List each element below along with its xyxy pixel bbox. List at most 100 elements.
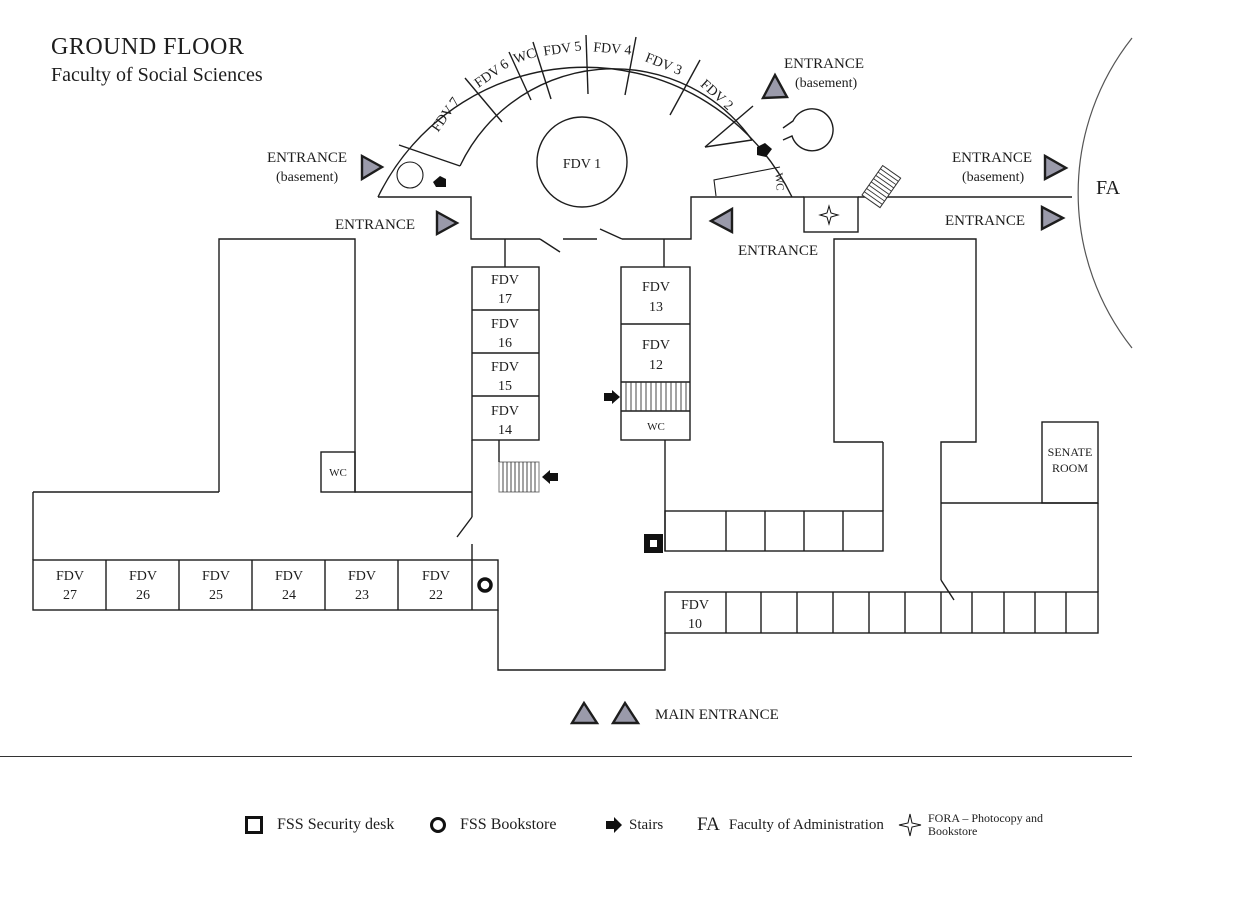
office-row-bottom xyxy=(664,591,1099,634)
room-wc-left[interactable]: WC xyxy=(329,467,347,479)
entrance-triangle-icon xyxy=(1040,205,1066,231)
room-fdv4[interactable]: FDV 4 xyxy=(593,40,632,58)
legend-fa-abbr: FA xyxy=(697,814,720,835)
room-fdv26-line1[interactable]: FDV xyxy=(129,569,157,584)
stairs-hatch xyxy=(498,461,540,493)
room-fdv23-line1[interactable]: FDV xyxy=(348,569,376,584)
senate-room xyxy=(1041,421,1099,504)
fa-building-label[interactable]: FA xyxy=(1096,177,1121,199)
room-senate-line1[interactable]: SENATE xyxy=(1048,445,1093,459)
arc-divider xyxy=(704,139,753,148)
stairs-arrow-icon xyxy=(604,390,620,404)
office-dividers xyxy=(105,560,473,610)
legend-security-desk: FSS Security desk xyxy=(245,810,394,840)
legend-label: FSS Bookstore xyxy=(460,816,557,833)
room-fdv16-line2[interactable]: 16 xyxy=(498,336,512,351)
entrance-label: ENTRANCE xyxy=(267,150,347,166)
legend-label: FSS Security desk xyxy=(277,816,395,833)
fa-building-outline xyxy=(1077,37,1133,349)
stairs-arrow-icon xyxy=(606,817,622,833)
room-fdv10-line2[interactable]: 10 xyxy=(688,617,702,632)
entrance-triangle-icon xyxy=(610,700,641,725)
entrance-triangle-icon xyxy=(435,209,460,237)
entrance-sublabel: (basement) xyxy=(795,76,858,91)
room-fdv24-line2[interactable]: 24 xyxy=(282,588,296,603)
four-point-star-icon xyxy=(818,204,840,226)
wc-left-room xyxy=(320,451,356,493)
room-fdv1-circle xyxy=(536,116,628,208)
room-fdv26-line2[interactable]: 26 xyxy=(136,588,150,603)
room-fdv1[interactable]: FDV 1 xyxy=(563,157,601,172)
entrance-triangle-icon xyxy=(760,72,789,100)
room-fdv7[interactable]: FDV 7 xyxy=(429,95,463,135)
entrance-fa[interactable]: ENTRANCE xyxy=(945,205,1066,231)
office-row xyxy=(664,510,884,552)
faculty-subtitle: Faculty of Social Sciences xyxy=(51,64,263,86)
arc-divider xyxy=(585,34,589,95)
room-fdv13-line1[interactable]: FDV xyxy=(642,280,670,295)
arc-divider xyxy=(669,59,701,116)
door xyxy=(539,238,561,253)
room-wc-arc[interactable]: WC xyxy=(512,46,538,67)
legend-label: Faculty of Administration xyxy=(728,816,884,833)
four-point-star-icon xyxy=(898,813,922,837)
room-fdv27-line1[interactable]: FDV xyxy=(56,569,84,584)
round-basement-room xyxy=(782,108,834,152)
room-fdv14-line1[interactable]: FDV xyxy=(491,404,519,419)
stairs-hatch xyxy=(861,164,902,209)
entrance-basement-left[interactable]: ENTRANCE (basement) xyxy=(267,150,385,185)
room-wc-center[interactable]: WC xyxy=(647,421,665,433)
room-fdv5[interactable]: FDV 5 xyxy=(543,39,583,59)
room-fdv24-line1[interactable]: FDV xyxy=(275,569,303,584)
bookstore-ring-icon xyxy=(430,817,446,833)
fora-room xyxy=(803,196,859,233)
legend-stairs: Stairs xyxy=(605,810,663,840)
room-fdv27-line2[interactable]: 27 xyxy=(63,588,77,603)
room-fdv16-line1[interactable]: FDV xyxy=(491,317,519,332)
stairs-arrow-icon xyxy=(542,470,558,484)
door xyxy=(456,516,473,538)
main-entrance[interactable]: MAIN ENTRANCE xyxy=(569,700,779,725)
entrance-basement-fa[interactable]: ENTRANCE (basement) xyxy=(952,150,1069,185)
arc-divider xyxy=(464,77,503,123)
room-fdv22-line1[interactable]: FDV xyxy=(422,569,450,584)
arc-inner-wall xyxy=(459,68,753,167)
legend-label-line1: FORA – Photocopy and xyxy=(928,811,1044,825)
round-room-icon xyxy=(396,161,424,189)
room-fdv25-line2[interactable]: 25 xyxy=(209,588,223,603)
stairs-arrow-icon xyxy=(433,176,446,187)
room-fdv15-line2[interactable]: 15 xyxy=(498,379,512,394)
door xyxy=(940,579,955,601)
room-fdv13-line2[interactable]: 13 xyxy=(649,300,663,315)
room-fdv12-line2[interactable]: 12 xyxy=(649,358,663,373)
room-fdv15-line1[interactable]: FDV xyxy=(491,360,519,375)
entrance-left[interactable]: ENTRANCE xyxy=(335,209,460,237)
entrance-basement-top-right[interactable]: ENTRANCE (basement) xyxy=(760,56,864,100)
room-fdv17-line1[interactable]: FDV xyxy=(491,273,519,288)
room-fdv14-line2[interactable]: 14 xyxy=(498,423,512,438)
room-fdv23-line2[interactable]: 23 xyxy=(355,588,369,603)
office-row-left xyxy=(32,559,499,611)
room-wc-right[interactable]: WC xyxy=(772,172,786,191)
office-dividers xyxy=(725,592,1067,633)
room-fdv17-line2[interactable]: 17 xyxy=(498,292,512,307)
left-wing-wall xyxy=(218,238,472,493)
room-senate-line2[interactable]: ROOM xyxy=(1052,461,1088,475)
room-fdv3[interactable]: FDV 3 xyxy=(643,51,684,79)
entrance-label: ENTRANCE xyxy=(335,217,415,233)
legend-label: Stairs xyxy=(629,816,664,833)
entrance-label: ENTRANCE xyxy=(945,213,1025,229)
left-room-column xyxy=(471,266,540,441)
arc-divider xyxy=(508,51,532,101)
room-fdv22-line2[interactable]: 22 xyxy=(429,588,443,603)
room-fdv25-line1[interactable]: FDV xyxy=(202,569,230,584)
entrance-label: ENTRANCE xyxy=(784,56,864,72)
room-fdv12-line1[interactable]: FDV xyxy=(642,338,670,353)
room-fdv10-line1[interactable]: FDV xyxy=(681,598,709,613)
entrance-sublabel: (basement) xyxy=(962,170,1025,185)
entrance-center-right[interactable]: ENTRANCE xyxy=(708,206,818,259)
bookstore-ring-icon xyxy=(477,577,493,593)
door xyxy=(599,228,623,240)
wall xyxy=(622,196,804,240)
security-desk-square-icon xyxy=(245,816,263,834)
